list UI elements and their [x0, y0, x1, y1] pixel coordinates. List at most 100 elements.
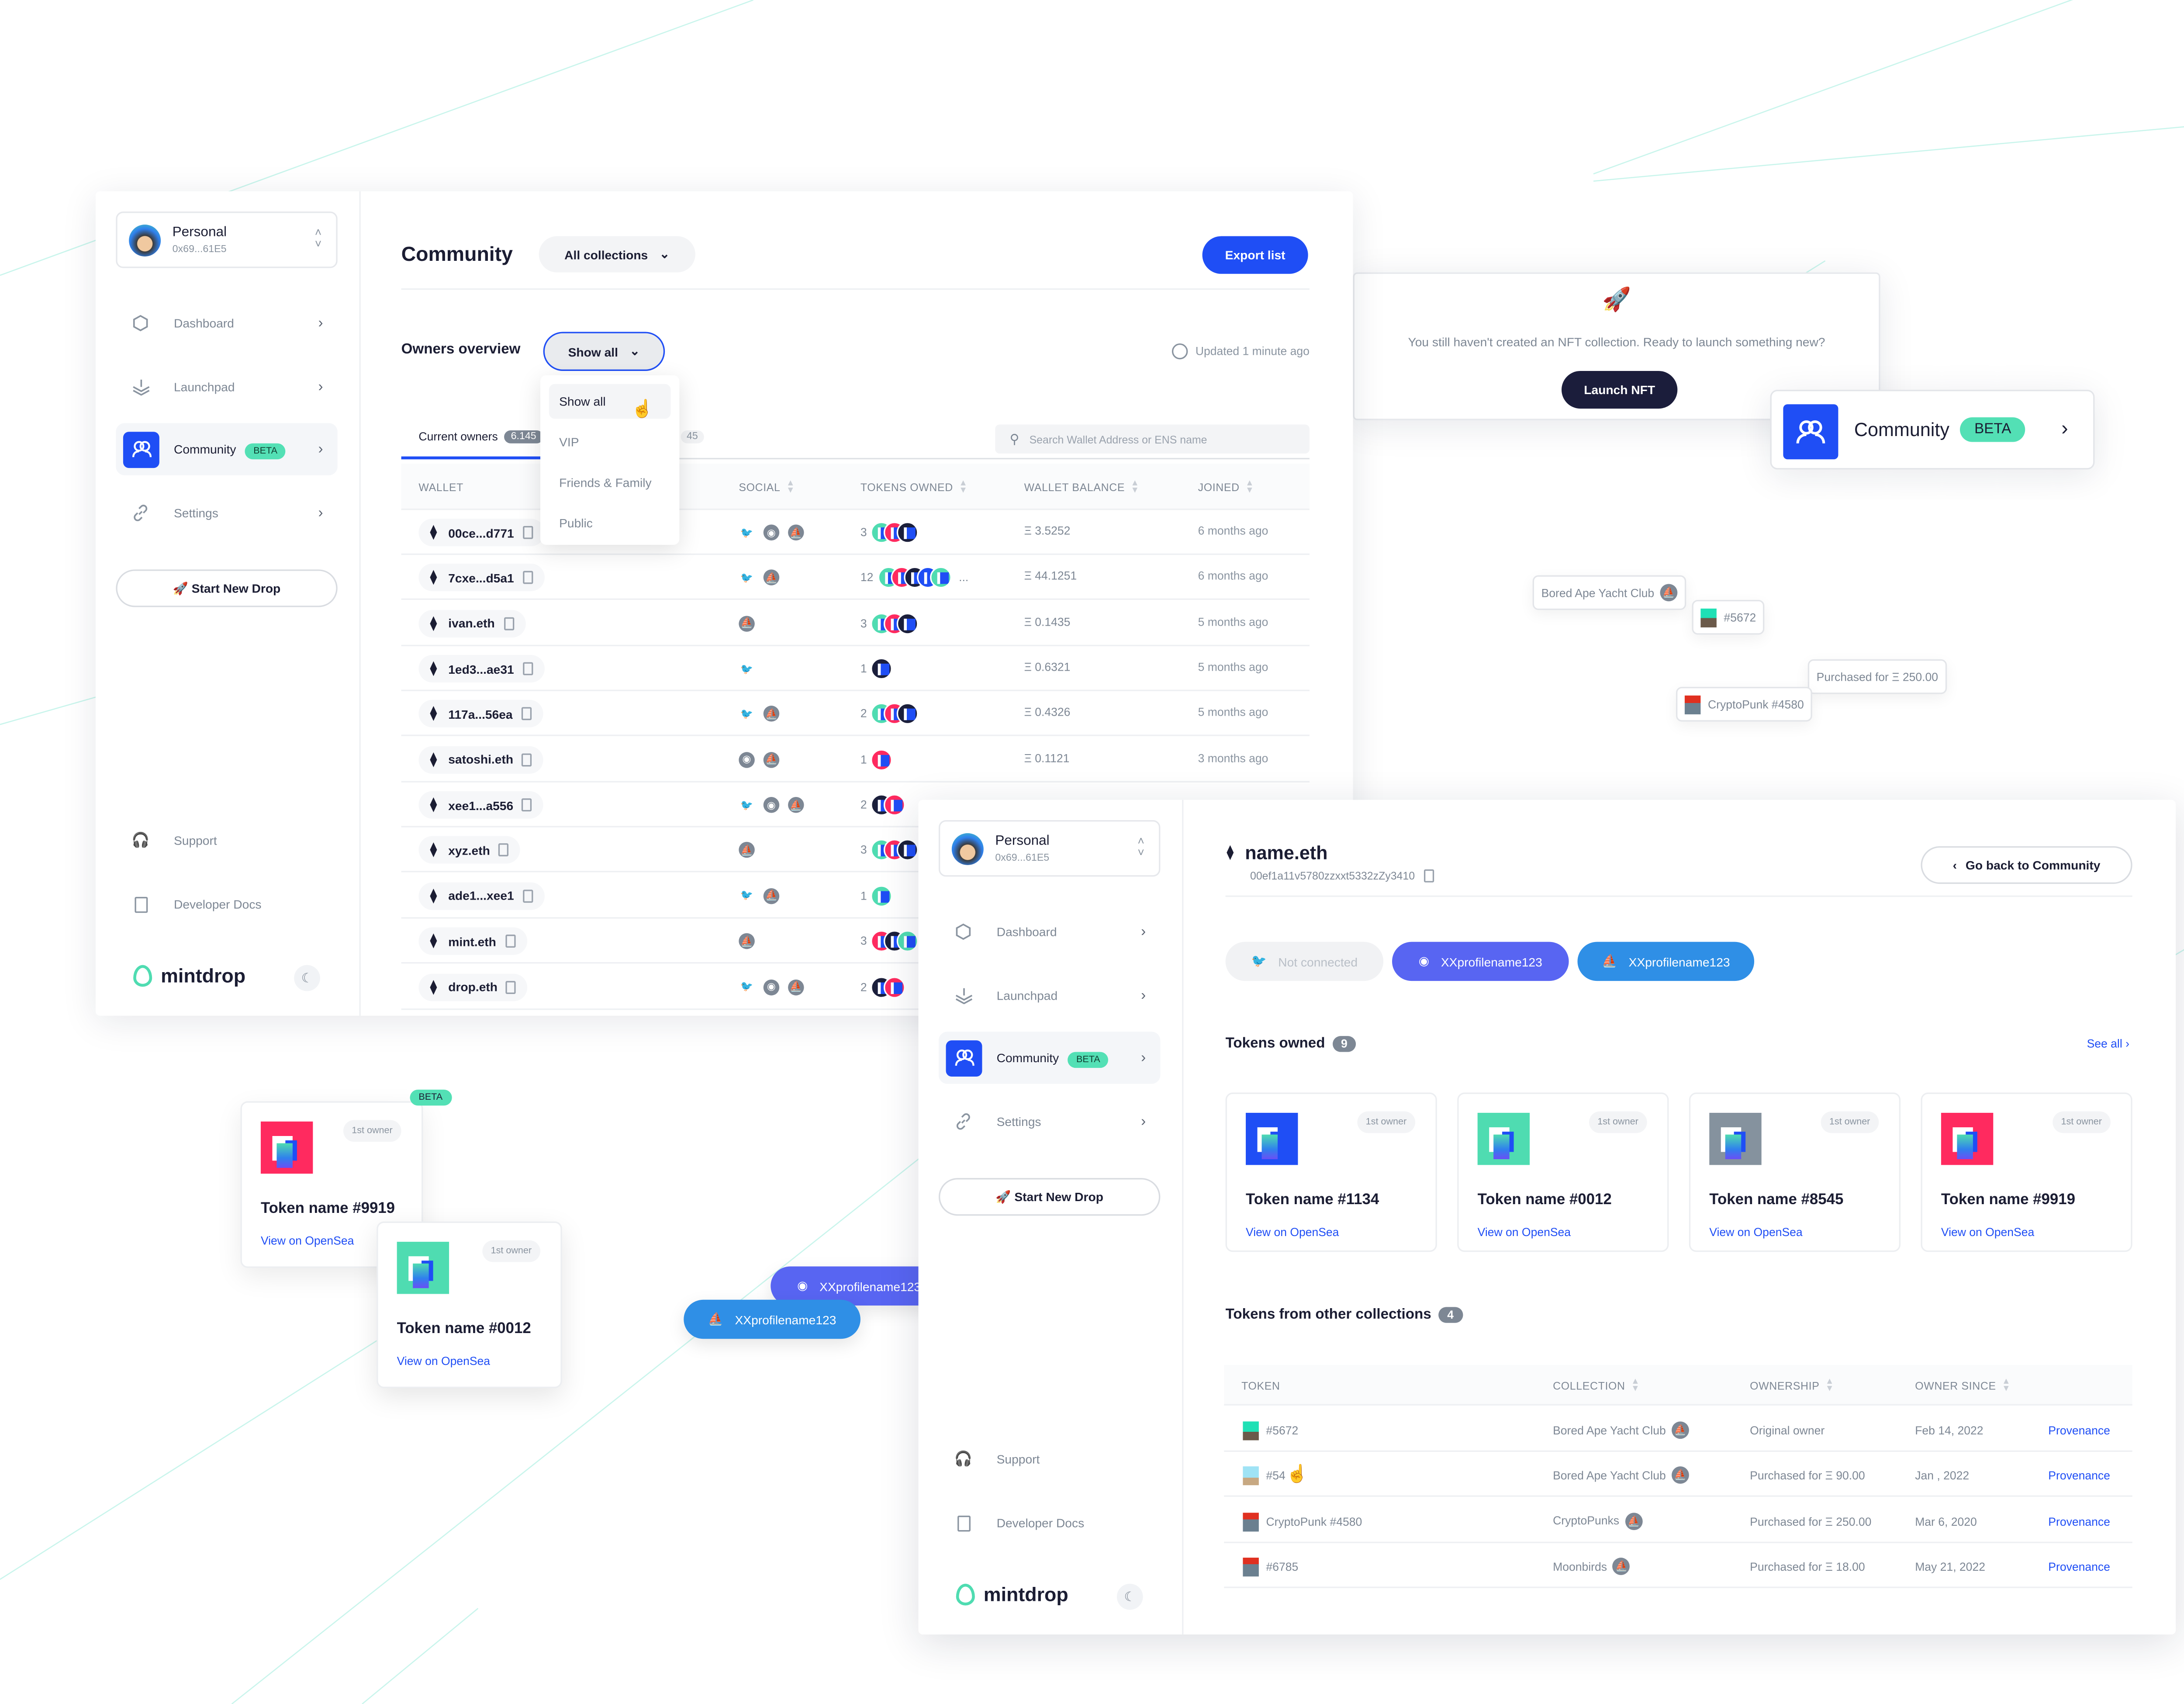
- wallet-chip[interactable]: ⧫7cxe...d5a1: [418, 564, 545, 592]
- opensea-icon[interactable]: ⛵: [763, 752, 780, 768]
- opensea-icon[interactable]: ⛵: [788, 979, 804, 995]
- twitter-icon[interactable]: 🐦: [740, 800, 753, 811]
- opensea-pill[interactable]: ⛵XXprofilename123: [1577, 942, 1755, 981]
- opensea-profile-pill[interactable]: ⛵XXprofilename123: [684, 1299, 860, 1339]
- filter-option[interactable]: Public: [559, 516, 593, 530]
- discord-icon[interactable]: ◉: [763, 979, 780, 995]
- copy-icon[interactable]: [1423, 869, 1434, 883]
- table-row[interactable]: ⧫xyz.eth⛵3: [401, 828, 1310, 873]
- table-row[interactable]: ⧫drop.eth🐦◉⛵2: [401, 964, 1310, 1009]
- opensea-icon[interactable]: ⛵: [763, 706, 780, 722]
- opensea-icon[interactable]: ⛵: [739, 842, 755, 859]
- view-on-opensea-link[interactable]: View on OpenSea: [1709, 1226, 1803, 1239]
- filter-option[interactable]: Friends & Family: [559, 475, 652, 490]
- twitter-icon[interactable]: 🐦: [740, 982, 753, 993]
- twitter-not-connected-pill[interactable]: 🐦Not connected: [1225, 942, 1384, 981]
- sidebar-item-support[interactable]: 🎧Support: [116, 814, 337, 866]
- opensea-icon[interactable]: ⛵: [1625, 1512, 1643, 1530]
- launch-nft-button[interactable]: Launch NFT: [1562, 371, 1678, 409]
- twitter-icon[interactable]: 🐦: [740, 528, 753, 539]
- opensea-icon[interactable]: ⛵: [788, 524, 804, 540]
- dark-mode-toggle[interactable]: ☾: [294, 965, 320, 991]
- mintdrop-logo[interactable]: mintdrop: [956, 1583, 1068, 1606]
- col-ownership[interactable]: Ownership▲▼: [1750, 1378, 1834, 1394]
- dark-mode-toggle[interactable]: ☾: [1116, 1583, 1143, 1610]
- mintdrop-logo[interactable]: mintdrop: [133, 965, 245, 987]
- view-on-opensea-link[interactable]: View on OpenSea: [1477, 1226, 1571, 1239]
- view-on-opensea-link[interactable]: View on OpenSea: [1246, 1226, 1339, 1239]
- col-collection[interactable]: Collection▲▼: [1553, 1378, 1640, 1394]
- col-owner-since[interactable]: Owner since▲▼: [1915, 1378, 2011, 1394]
- community-nav-item-large[interactable]: Community BETA ›: [1770, 390, 2095, 470]
- col-tokens[interactable]: Tokens owned▲▼: [860, 480, 968, 495]
- filter-option[interactable]: Show all: [549, 384, 671, 419]
- copy-icon[interactable]: [522, 889, 533, 903]
- opensea-icon[interactable]: ⛵: [1671, 1421, 1689, 1439]
- opensea-icon[interactable]: ⛵: [788, 797, 804, 813]
- col-joined[interactable]: Joined▲▼: [1198, 480, 1254, 495]
- opensea-icon[interactable]: ⛵: [739, 615, 755, 631]
- discord-pill[interactable]: ◉XXprofilename123: [1392, 942, 1569, 981]
- wallet-chip[interactable]: ⧫xee1...a556: [418, 791, 544, 819]
- sidebar-item-launchpad[interactable]: Launchpad›: [939, 970, 1160, 1022]
- back-to-community-button[interactable]: ‹Go back to Community: [1921, 846, 2132, 884]
- wallet-chip[interactable]: ⧫117a...56ea: [418, 700, 543, 728]
- sidebar-item-support[interactable]: 🎧Support: [939, 1433, 1160, 1485]
- copy-icon[interactable]: [521, 707, 532, 721]
- wallet-chip[interactable]: ⧫1ed3...ae31: [418, 655, 545, 683]
- filter-option[interactable]: VIP: [559, 434, 579, 450]
- provenance-link[interactable]: Provenance: [2048, 1424, 2110, 1437]
- start-new-drop-button[interactable]: 🚀 Start New Drop: [938, 1178, 1161, 1216]
- discord-icon[interactable]: ◉: [763, 797, 780, 813]
- table-row[interactable]: ⧫mint.eth⛵3: [401, 919, 1310, 964]
- sidebar-item-dashboard[interactable]: Dashboard›: [939, 906, 1160, 958]
- copy-icon[interactable]: [522, 526, 533, 539]
- sidebar-item-launchpad[interactable]: Launchpad›: [116, 361, 337, 413]
- twitter-icon[interactable]: 🐦: [740, 573, 753, 584]
- view-on-opensea-link[interactable]: View on OpenSea: [260, 1234, 354, 1248]
- view-on-opensea-link[interactable]: View on OpenSea: [397, 1354, 491, 1368]
- provenance-link[interactable]: Provenance: [2048, 1561, 2110, 1574]
- wallet-chip[interactable]: ⧫drop.eth: [418, 973, 528, 1001]
- col-wallet[interactable]: Wallet: [418, 481, 464, 494]
- opensea-icon[interactable]: ⛵: [763, 570, 780, 586]
- discord-icon[interactable]: ◉: [739, 752, 755, 768]
- copy-icon[interactable]: [498, 844, 509, 857]
- copy-icon[interactable]: [505, 935, 515, 948]
- table-row[interactable]: ⧫xee1...a556🐦◉⛵2: [401, 783, 1310, 828]
- sidebar-item-settings[interactable]: Settings›: [939, 1095, 1160, 1147]
- provenance-link[interactable]: Provenance: [2048, 1515, 2110, 1529]
- sidebar-item-settings[interactable]: Settings›: [116, 487, 337, 539]
- wallet-chip[interactable]: ⧫ade1...xee1: [418, 882, 545, 910]
- wallet-chip[interactable]: ⧫mint.eth: [418, 927, 527, 955]
- col-balance[interactable]: Wallet balance▲▼: [1024, 480, 1140, 495]
- export-list-button[interactable]: Export list: [1202, 236, 1308, 274]
- owner-filter-dropdown[interactable]: Show all⌄: [543, 332, 665, 371]
- sidebar-item-dashboard[interactable]: Dashboard›: [116, 297, 337, 349]
- wallet-chip[interactable]: ⧫xyz.eth: [418, 836, 521, 864]
- opensea-icon[interactable]: ⛵: [1671, 1467, 1689, 1485]
- opensea-icon[interactable]: ⛵: [763, 888, 780, 904]
- discord-icon[interactable]: ◉: [763, 524, 780, 540]
- provenance-link[interactable]: Provenance: [2048, 1470, 2110, 1483]
- copy-icon[interactable]: [522, 753, 532, 766]
- view-on-opensea-link[interactable]: View on OpenSea: [1941, 1226, 2035, 1239]
- opensea-icon[interactable]: ⛵: [739, 933, 755, 949]
